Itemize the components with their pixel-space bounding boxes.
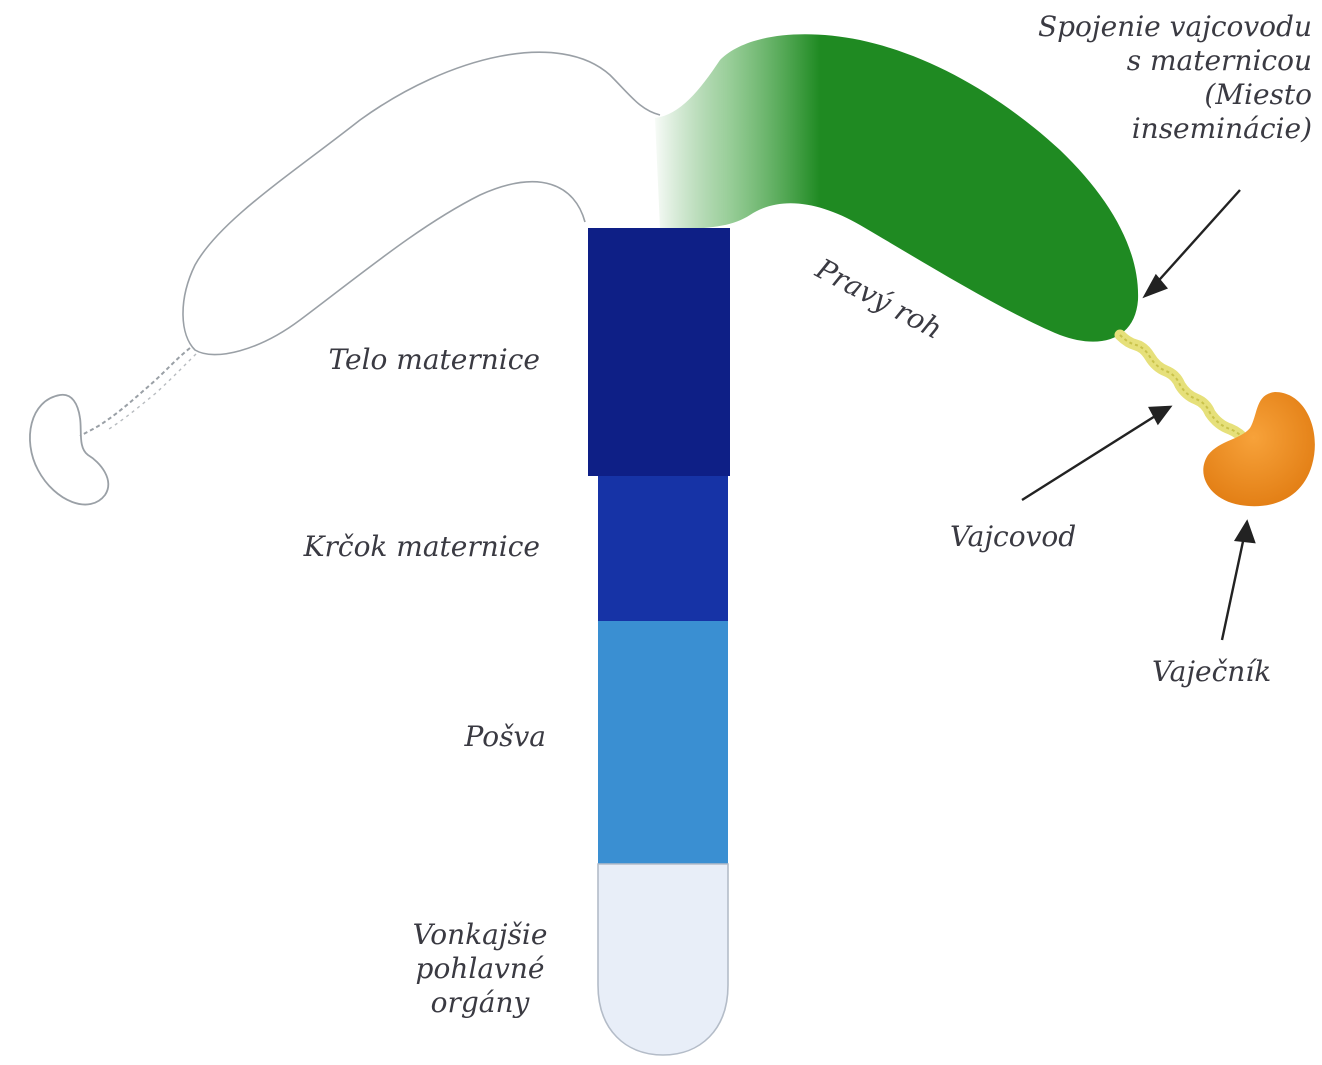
left-oviduct-outline-2 [106, 354, 196, 431]
left-horn-outline [187, 175, 610, 357]
label-external-line-3: orgány [390, 986, 570, 1020]
label-cervix: Krčok maternice [280, 530, 540, 564]
label-ovary-text: Vaječník [1152, 655, 1271, 688]
label-vagina: Pošva [400, 720, 546, 754]
label-junction-line-2: s maternicou [1000, 44, 1312, 78]
arrow-to-oviduct [1022, 407, 1170, 500]
label-junction-line-3: (Miesto [1000, 78, 1312, 112]
external-genitalia-block [598, 864, 728, 1055]
label-uterus-body-text: Telo maternice [329, 343, 540, 376]
label-cervix-text: Krčok maternice [304, 530, 540, 563]
label-external: Vonkajšie pohlavné orgány [390, 918, 570, 1020]
vagina-block [598, 621, 728, 864]
cervix-block [598, 476, 728, 621]
label-junction: Spojenie vajcovodu s maternicou (Miesto … [1000, 10, 1312, 146]
label-junction-line-4: insemináci­e) [1000, 112, 1312, 146]
label-oviduct: Vajcovod [950, 520, 1076, 554]
right-ovary-shape [1203, 392, 1315, 506]
left-ovary-outline [30, 395, 108, 505]
label-external-line-1: Vonkajšie [390, 918, 570, 952]
label-vagina-text: Pošva [465, 720, 546, 753]
label-external-line-2: pohlavné [390, 952, 570, 986]
label-oviduct-text: Vajcovod [950, 520, 1076, 553]
arrow-to-ovary [1222, 522, 1254, 640]
label-uterus-body: Telo maternice [300, 343, 540, 377]
left-oviduct-outline [80, 348, 190, 436]
label-ovary: Vaječník [1152, 655, 1271, 689]
uterus-body-block [588, 228, 730, 476]
label-junction-line-1: Spojenie vajcovodu [1000, 10, 1312, 44]
arrow-to-junction [1145, 190, 1240, 296]
